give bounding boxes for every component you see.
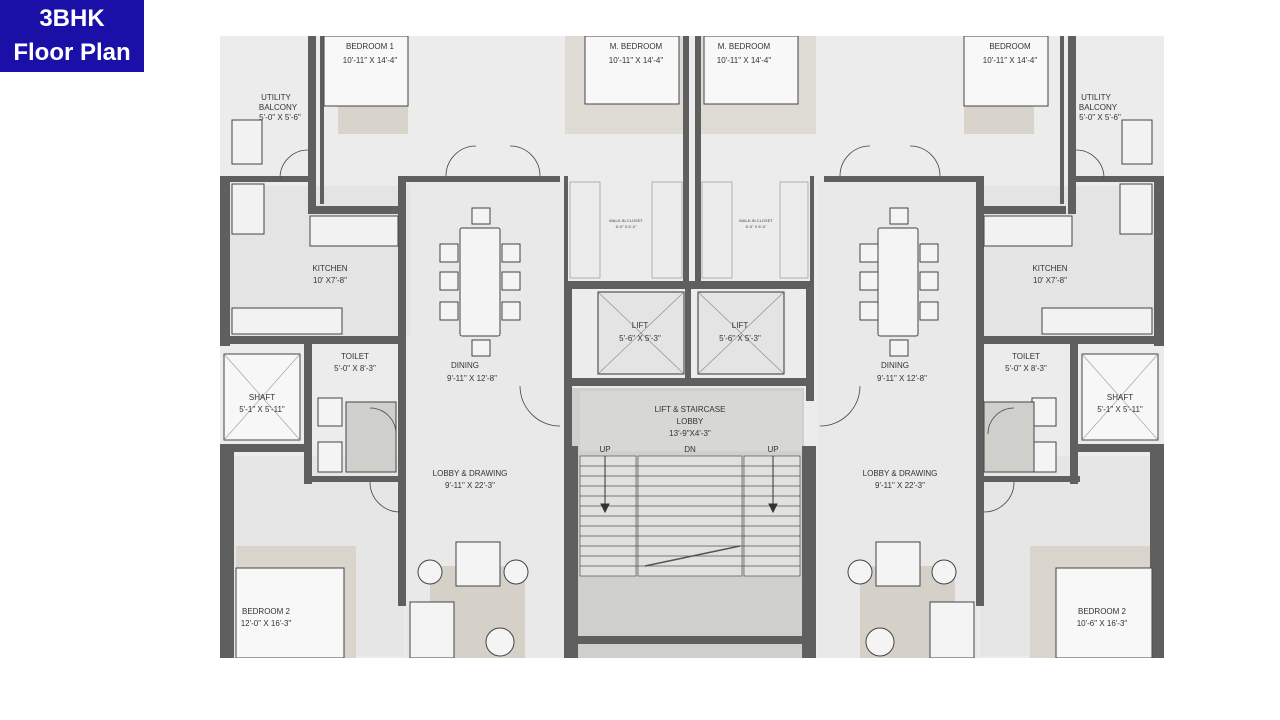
- lobby-right-size: 9'-11" X 22'-3": [875, 481, 925, 490]
- bedroom1-size: 10'-11" X 14'-4": [343, 56, 398, 65]
- util-right-name2: BALCONY: [1079, 103, 1118, 112]
- lobby-right-name: LOBBY & DRAWING: [863, 469, 938, 478]
- kitchen-left-name: KITCHEN: [312, 264, 347, 273]
- stair-lobby-name: LIFT & STAIRCASE: [655, 405, 726, 414]
- bedroom1-name: BEDROOM 1: [346, 42, 395, 51]
- bedroom2-right-size: 10'-6" X 16'-3": [1077, 619, 1128, 628]
- mbed-right-size: 10'-11" X 14'-4": [717, 56, 772, 65]
- shaft-left-size: 5'-1" X 5'-11": [239, 405, 285, 414]
- bedroom2-left-name: BEDROOM 2: [242, 607, 291, 616]
- stair-up-left: UP: [599, 445, 610, 454]
- lift-right-size: 5'-6" X 5'-3": [719, 334, 761, 343]
- util-left-name2: BALCONY: [259, 103, 298, 112]
- toilet-left-name: TOILET: [341, 352, 369, 361]
- walkin-left-name: WALK-IN CLOSET: [609, 218, 643, 223]
- kitchen-right-size: 10' X7'-8": [1033, 276, 1067, 285]
- bedroom2-right-name: BEDROOM 2: [1078, 607, 1127, 616]
- dining-right-size: 9'-11" X 12'-8": [877, 374, 927, 383]
- walkin-right-name: WALK-IN CLOSET: [739, 218, 773, 223]
- bedroom-tr-name: BEDROOM: [989, 42, 1031, 51]
- dining-left-size: 9'-11" X 12'-8": [447, 374, 497, 383]
- shaft-left-name: SHAFT: [249, 393, 275, 402]
- kitchen-left-size: 10' X7'-8": [313, 276, 347, 285]
- dining-left-name: DINING: [451, 361, 479, 370]
- bedroom2-left-size: 12'-0" X 16'-3": [241, 619, 292, 628]
- shaft-right-name: SHAFT: [1107, 393, 1133, 402]
- stair-lobby-size: 13'-9"X4'-3": [669, 429, 711, 438]
- util-left-name1: UTILITY: [261, 93, 291, 102]
- lobby-left-name: LOBBY & DRAWING: [433, 469, 508, 478]
- lobby-left-size: 9'-11" X 22'-3": [445, 481, 495, 490]
- lift-right-name: LIFT: [732, 321, 749, 330]
- util-right-size: 5'-0" X 5'-6": [1079, 113, 1121, 122]
- floor-plan-drawing: BEDROOM 1 10'-11" X 14'-4" M. BEDROOM 10…: [220, 36, 1164, 658]
- shaft-right-size: 5'-1" X 5'-11": [1097, 405, 1143, 414]
- dining-right-name: DINING: [881, 361, 909, 370]
- badge-line-2: Floor Plan: [13, 39, 131, 66]
- lift-left-size: 5'-6" X 5'-3": [619, 334, 661, 343]
- toilet-left-size: 5'-0" X 8'-3": [334, 364, 376, 373]
- util-right-name1: UTILITY: [1081, 93, 1111, 102]
- stair-dn: DN: [684, 445, 696, 454]
- mbed-left-size: 10'-11" X 14'-4": [609, 56, 664, 65]
- badge-line-1: 3BHK: [39, 5, 105, 32]
- util-left-size: 5'-0" X 5'-6": [259, 113, 301, 122]
- toilet-right-name: TOILET: [1012, 352, 1040, 361]
- lift-left-name: LIFT: [632, 321, 649, 330]
- bedroom-tr-size: 10'-11" X 14'-4": [983, 56, 1038, 65]
- mbed-right-name: M. BEDROOM: [718, 42, 771, 51]
- mbed-left-name: M. BEDROOM: [610, 42, 663, 51]
- room-labels: BEDROOM 1 10'-11" X 14'-4" M. BEDROOM 10…: [239, 42, 1143, 628]
- floor-plan-badge: 3BHK Floor Plan: [0, 0, 144, 72]
- stair-up-right: UP: [767, 445, 778, 454]
- stair-lobby-name2: LOBBY: [677, 417, 704, 426]
- kitchen-right-name: KITCHEN: [1032, 264, 1067, 273]
- walkin-left-size: 6'-0" X 6'-0": [616, 224, 637, 229]
- walkin-right-size: 6'-0" X 6'-0": [746, 224, 767, 229]
- toilet-right-size: 5'-0" X 8'-3": [1005, 364, 1047, 373]
